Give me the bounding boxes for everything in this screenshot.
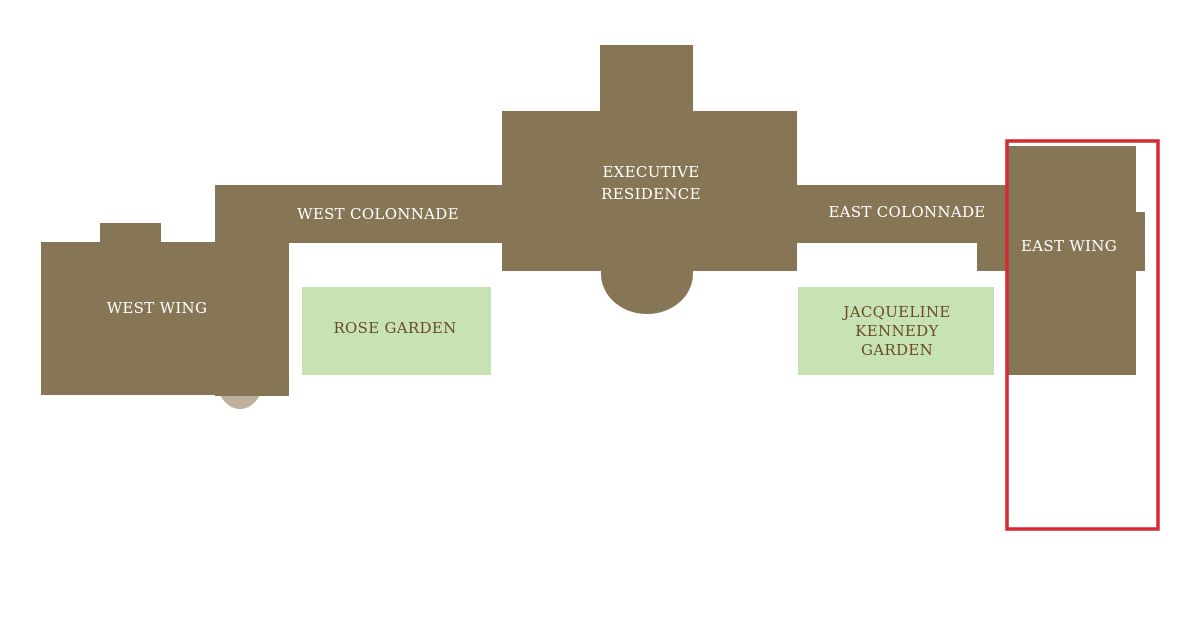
east-wing-label: EAST WING [1021, 237, 1117, 255]
executive-residence[interactable] [502, 45, 797, 314]
jk-garden-label-line2: KENNEDY [855, 322, 939, 340]
west-colonnade[interactable] [215, 185, 504, 396]
east-wing-main-block [1008, 146, 1136, 375]
west-wing-label: WEST WING [107, 299, 208, 317]
west-wing-roof-annex [100, 223, 161, 244]
executive-residence-label-line1: EXECUTIVE [602, 163, 699, 181]
west-colonnade-link [215, 185, 289, 396]
jacqueline-kennedy-garden[interactable] [798, 287, 994, 375]
rose-garden[interactable] [302, 287, 491, 375]
jk-garden-label-line3: GARDEN [861, 341, 933, 359]
east-colonnade-connector [977, 240, 1010, 271]
east-wing-highlight-box [1005, 139, 1160, 531]
executive-residence-label-line2: RESIDENCE [601, 185, 701, 203]
residence-main-block [502, 111, 797, 271]
jk-garden-label-line1: JACQUELINE [841, 303, 950, 321]
residence-north-portico [600, 45, 693, 113]
east-colonnade-label: EAST COLONNADE [828, 203, 985, 221]
east-wing[interactable] [1008, 146, 1145, 375]
east-colonnade-corridor [795, 185, 1010, 243]
west-colonnade-corridor [286, 185, 504, 243]
rose-garden-label: ROSE GARDEN [333, 319, 456, 337]
residence-south-portico [601, 269, 693, 314]
west-colonnade-label: WEST COLONNADE [297, 205, 459, 223]
east-colonnade[interactable] [795, 185, 1010, 271]
east-wing-side-annex [1132, 212, 1145, 271]
